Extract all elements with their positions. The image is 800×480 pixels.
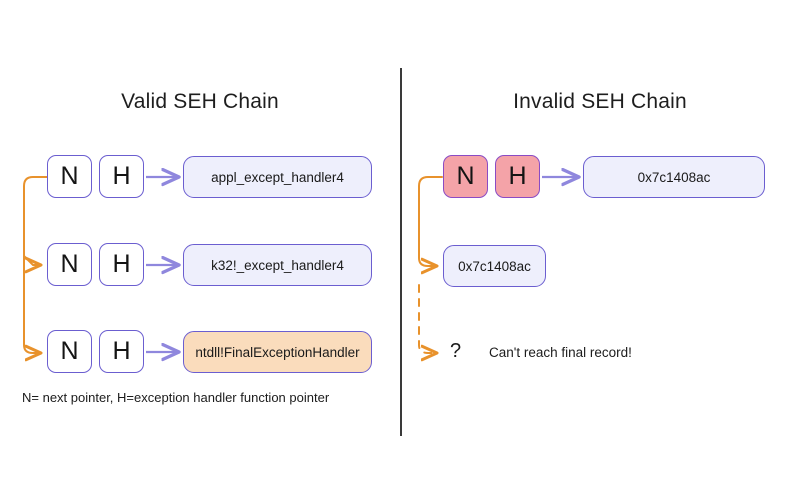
valid-panel-title: Valid SEH Chain — [121, 90, 279, 113]
valid-record-2-handler-target[interactable]: k32!_except_handler4 — [183, 244, 372, 286]
invalid-next-spine — [418, 176, 443, 266]
invalid-next-dashed — [418, 284, 436, 353]
valid-next-pointer-chain — [23, 176, 48, 353]
unreachable-note: Can't reach final record! — [489, 345, 632, 360]
panel-divider — [400, 68, 402, 436]
invalid-record-1-handler-cell[interactable]: H — [495, 155, 540, 198]
valid-handler-arrows — [146, 177, 178, 352]
next-branch-row2 — [23, 255, 40, 265]
valid-record-3-handler-target[interactable]: ntdll!FinalExceptionHandler — [183, 331, 372, 373]
invalid-next-pointer-value[interactable]: 0x7c1408ac — [443, 245, 546, 287]
invalid-record-1-handler-target[interactable]: 0x7c1408ac — [583, 156, 765, 198]
valid-record-2-next-cell[interactable]: N — [47, 243, 92, 286]
valid-record-3-next-cell[interactable]: N — [47, 330, 92, 373]
next-spine — [23, 176, 48, 353]
valid-record-1-next-cell[interactable]: N — [47, 155, 92, 198]
legend-caption: N= next pointer, H=exception handler fun… — [22, 390, 330, 405]
unreachable-question-mark: ? — [450, 340, 462, 362]
valid-record-1-handler-target[interactable]: appl_except_handler4 — [183, 156, 372, 198]
invalid-panel-title: Invalid SEH Chain — [513, 90, 687, 113]
valid-record-1-handler-cell[interactable]: H — [99, 155, 144, 198]
valid-record-2-handler-cell[interactable]: H — [99, 243, 144, 286]
invalid-next-pointer-chain — [418, 176, 443, 353]
valid-record-3-handler-cell[interactable]: H — [99, 330, 144, 373]
invalid-record-1-next-cell[interactable]: N — [443, 155, 488, 198]
